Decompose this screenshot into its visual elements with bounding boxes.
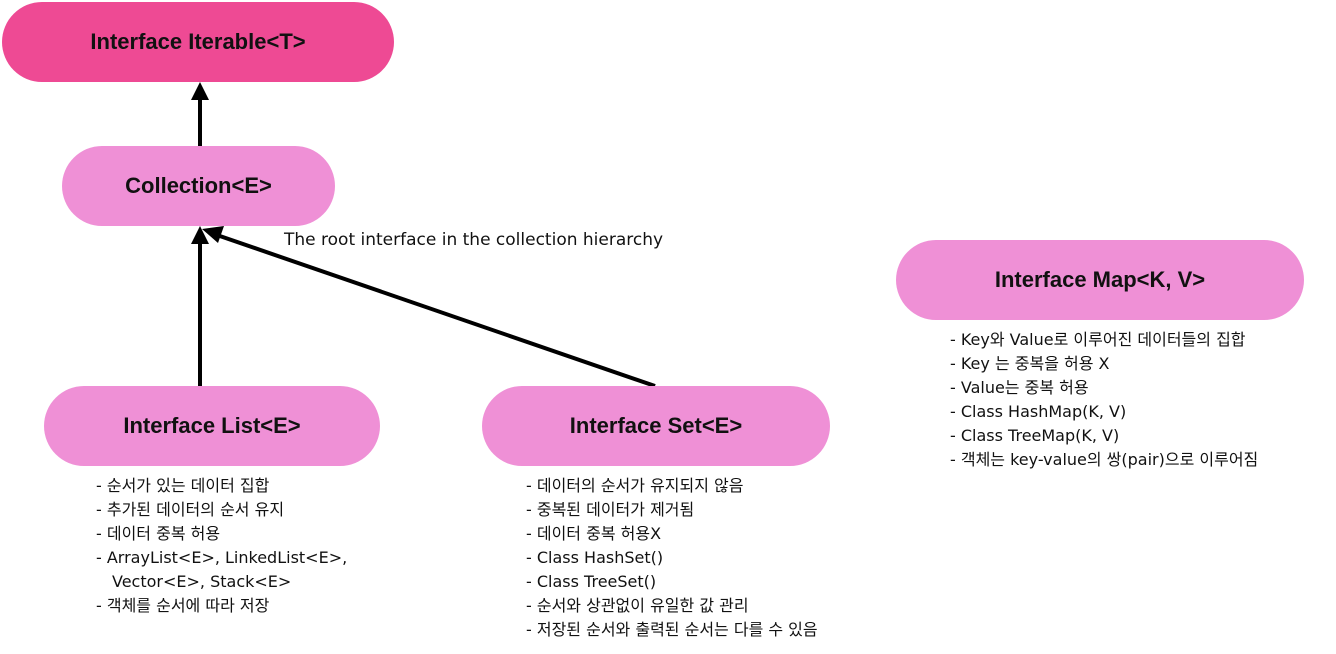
iterable-label: Interface Iterable<T>	[90, 29, 306, 54]
list-interface-node: Interface List<E>	[44, 386, 380, 466]
set-note: - 중복된 데이터가 제거됨	[526, 500, 695, 519]
collection-label: Collection<E>	[125, 173, 272, 198]
arrowhead-collection-from-list	[191, 226, 209, 244]
map-note: - Key 는 중복을 허용 X	[950, 354, 1110, 373]
collection-edge-label: The root interface in the collection hie…	[284, 230, 664, 250]
iterable-interface-node: Interface Iterable<T>	[2, 2, 394, 82]
list-note: - 객체를 순서에 따라 저장	[96, 596, 270, 615]
map-notes: - Key와 Value로 이루어진 데이터들의 집합 - Key 는 중복을 …	[950, 328, 1258, 472]
set-note: - 데이터의 순서가 유지되지 않음	[526, 476, 744, 495]
map-note: - Class HashMap(K, V)	[950, 402, 1127, 421]
set-label: Interface Set<E>	[569, 413, 743, 438]
map-note: - Value는 중복 허용	[950, 378, 1089, 397]
set-note: - 순서와 상관없이 유일한 값 관리	[526, 596, 749, 615]
list-label: Interface List<E>	[123, 413, 301, 438]
set-note: - Class HashSet()	[526, 548, 664, 567]
map-note: - Class TreeMap(K, V)	[950, 426, 1120, 445]
map-note: - Key와 Value로 이루어진 데이터들의 집합	[950, 330, 1246, 349]
arrowhead-iterable	[191, 82, 209, 100]
collection-node: Collection<E>	[62, 146, 335, 226]
list-note: - 순서가 있는 데이터 집합	[96, 476, 270, 495]
list-note: - 데이터 중복 허용	[96, 524, 221, 543]
set-note: - 저장된 순서와 출력된 순서는 다를 수 있음	[526, 620, 818, 639]
set-notes: - 데이터의 순서가 유지되지 않음 - 중복된 데이터가 제거됨 - 데이터 …	[526, 474, 818, 642]
arrowhead-collection-from-set	[202, 226, 224, 243]
list-note: - 추가된 데이터의 순서 유지	[96, 500, 285, 519]
set-note: - Class TreeSet()	[526, 572, 657, 591]
map-note: - 객체는 key-value의 쌍(pair)으로 이루어짐	[950, 450, 1259, 469]
map-label: Interface Map<K, V>	[994, 267, 1206, 292]
set-interface-node: Interface Set<E>	[482, 386, 830, 466]
set-note: - 데이터 중복 허용X	[526, 524, 662, 543]
map-interface-node: Interface Map<K, V>	[896, 240, 1304, 320]
arrow-set-to-collection	[213, 232, 656, 388]
list-note: - ArrayList<E>, LinkedList<E>, Vector<E>…	[96, 548, 348, 591]
list-notes: - 순서가 있는 데이터 집합 - 추가된 데이터의 순서 유지 - 데이터 중…	[96, 474, 412, 618]
